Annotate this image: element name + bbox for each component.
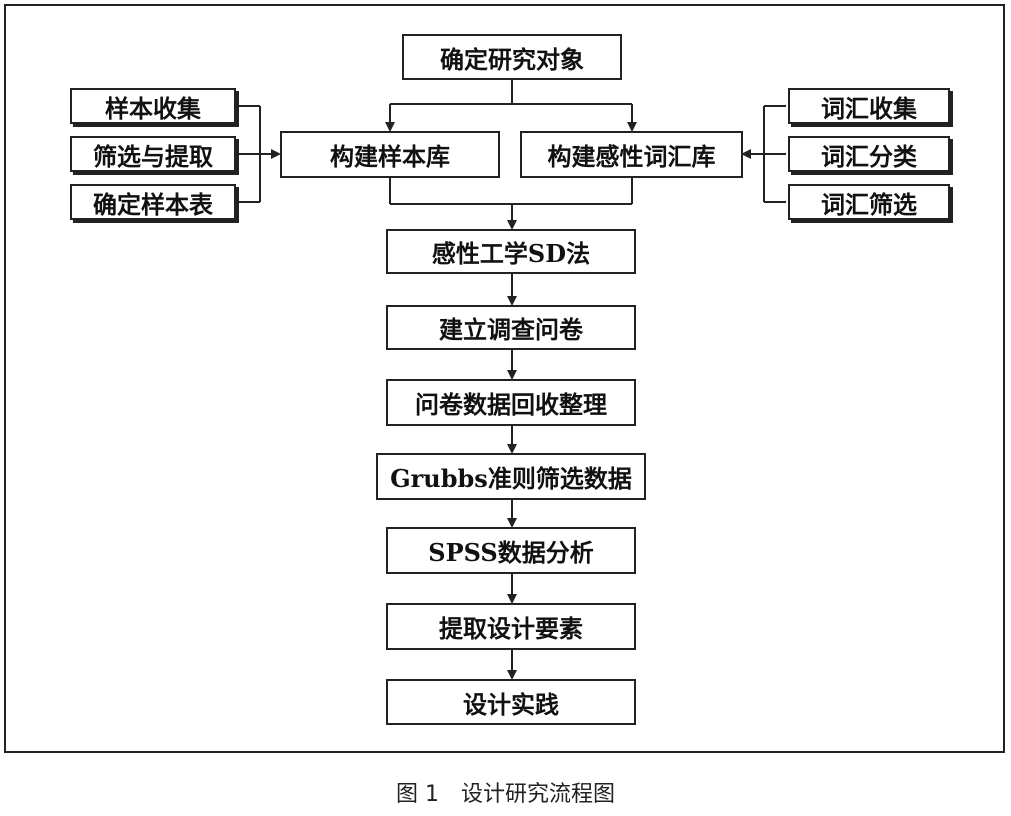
node-spss: SPSS数据分析	[386, 527, 636, 574]
node-vocab-classify: 词汇分类	[788, 136, 950, 172]
node-questionnaire: 建立调查问卷	[386, 305, 636, 350]
node-vocab-collect: 词汇收集	[788, 88, 950, 124]
node-data-collection: 问卷数据回收整理	[386, 379, 636, 426]
node-sample-table: 确定样本表	[70, 184, 236, 220]
node-vocab-filter: 词汇筛选	[788, 184, 950, 220]
node-research-object: 确定研究对象	[402, 34, 622, 80]
diagram-frame	[4, 4, 1005, 753]
figure-caption: 图 1 设计研究流程图	[396, 782, 615, 807]
node-design-elements: 提取设计要素	[386, 603, 636, 650]
node-design-practice: 设计实践	[386, 679, 636, 725]
node-sample-library: 构建样本库	[280, 131, 500, 178]
node-sample-collect: 样本收集	[70, 88, 236, 124]
node-filter-extract: 筛选与提取	[70, 136, 236, 172]
node-grubbs: Grubbs准则筛选数据	[376, 453, 646, 500]
node-sd-method: 感性工学SD法	[386, 229, 636, 274]
node-kansei-vocab-library: 构建感性词汇库	[520, 131, 743, 178]
